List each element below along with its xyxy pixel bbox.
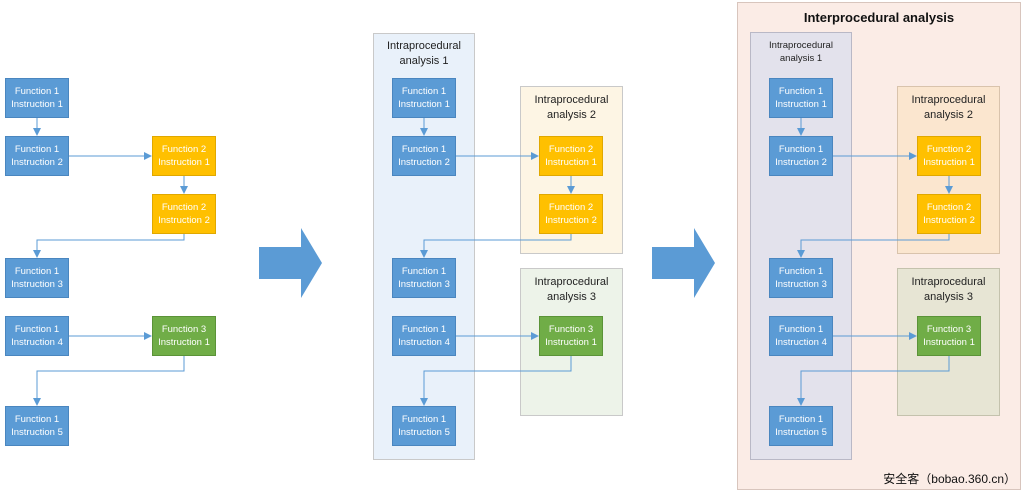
- panel3-node-f1i3: Function 1 Instruction 3: [769, 258, 833, 298]
- node-function-label: Function 1: [14, 414, 60, 425]
- node-instruction-label: Instruction 2: [923, 215, 975, 226]
- node-instruction-label: Instruction 3: [398, 279, 450, 290]
- node-instruction-label: Instruction 4: [11, 337, 63, 348]
- watermark: 安全客（bobao.360.cn）: [883, 472, 1016, 486]
- node-instruction-label: Instruction 5: [398, 427, 450, 438]
- node-instruction-label: Instruction 2: [158, 215, 210, 226]
- node-function-label: Function 1: [401, 414, 447, 425]
- node-function-label: Function 1: [14, 266, 60, 277]
- panel1-node-f1i3: Function 1 Instruction 3: [5, 258, 69, 298]
- node-instruction-label: Instruction 2: [11, 157, 63, 168]
- panel1-node-f3i1: Function 3 Instruction 1: [152, 316, 216, 356]
- node-function-label: Function 2: [926, 202, 972, 213]
- node-function-label: Function 1: [778, 86, 824, 97]
- node-instruction-label: Instruction 1: [158, 157, 210, 168]
- node-function-label: Function 3: [548, 324, 594, 335]
- node-function-label: Function 1: [778, 414, 824, 425]
- panel2-node-f2i1: Function 2 Instruction 1: [539, 136, 603, 176]
- node-instruction-label: Instruction 4: [398, 337, 450, 348]
- panel1-node-f1i2: Function 1 Instruction 2: [5, 136, 69, 176]
- panel3-node-f1i1: Function 1 Instruction 1: [769, 78, 833, 118]
- p3-intra2-title: Intraprocedural analysis 2: [911, 94, 986, 121]
- p2-intra3-title: Intraprocedural analysis 3: [534, 276, 609, 303]
- panel3-node-f1i5: Function 1 Instruction 5: [769, 406, 833, 446]
- node-function-label: Function 1: [401, 324, 447, 335]
- p2-intra1-title: Intraprocedural analysis 1: [387, 40, 461, 67]
- big-arrow-right-icon: [259, 228, 322, 298]
- node-function-label: Function 2: [548, 202, 594, 213]
- node-instruction-label: Instruction 1: [11, 99, 63, 110]
- node-instruction-label: Instruction 1: [398, 99, 450, 110]
- panel1-node-f2i1: Function 2 Instruction 1: [152, 136, 216, 176]
- node-instruction-label: Instruction 2: [398, 157, 450, 168]
- node-function-label: Function 2: [161, 202, 207, 213]
- node-instruction-label: Instruction 3: [775, 279, 827, 290]
- node-function-label: Function 1: [14, 324, 60, 335]
- node-instruction-label: Instruction 5: [11, 427, 63, 438]
- node-instruction-label: Instruction 3: [11, 279, 63, 290]
- panel2-node-f1i2: Function 1 Instruction 2: [392, 136, 456, 176]
- node-instruction-label: Instruction 1: [923, 337, 975, 348]
- p2-intra2-title: Intraprocedural analysis 2: [534, 94, 609, 121]
- panel3-node-f2i1: Function 2 Instruction 1: [917, 136, 981, 176]
- panel3-node-f1i4: Function 1 Instruction 4: [769, 316, 833, 356]
- node-instruction-label: Instruction 1: [545, 157, 597, 168]
- panel3-node-f2i2: Function 2 Instruction 2: [917, 194, 981, 234]
- panel2-node-f1i1: Function 1 Instruction 1: [392, 78, 456, 118]
- node-function-label: Function 1: [401, 266, 447, 277]
- node-function-label: Function 2: [548, 144, 594, 155]
- panel1-node-f1i5: Function 1 Instruction 5: [5, 406, 69, 446]
- panel2-node-f1i4: Function 1 Instruction 4: [392, 316, 456, 356]
- panel2-node-f2i2: Function 2 Instruction 2: [539, 194, 603, 234]
- node-function-label: Function 1: [778, 324, 824, 335]
- p3-intra3-title: Intraprocedural analysis 3: [911, 276, 986, 303]
- node-function-label: Function 1: [401, 86, 447, 97]
- node-instruction-label: Instruction 1: [545, 337, 597, 348]
- node-instruction-label: Instruction 1: [158, 337, 210, 348]
- node-instruction-label: Instruction 1: [775, 99, 827, 110]
- interprocedural-title: Interprocedural analysis: [803, 10, 955, 25]
- node-function-label: Function 1: [778, 266, 824, 277]
- node-function-label: Function 3: [926, 324, 972, 335]
- panel1-node-f1i1: Function 1 Instruction 1: [5, 78, 69, 118]
- p3-intra1-title: Intraprocedural analysis 1: [769, 40, 833, 64]
- node-instruction-label: Instruction 5: [775, 427, 827, 438]
- node-function-label: Function 1: [401, 144, 447, 155]
- node-function-label: Function 1: [14, 86, 60, 97]
- connector-arrow: [33, 356, 185, 406]
- node-instruction-label: Instruction 1: [923, 157, 975, 168]
- big-arrow-right-icon: [652, 228, 715, 298]
- node-function-label: Function 2: [926, 144, 972, 155]
- node-instruction-label: Instruction 2: [545, 215, 597, 226]
- node-instruction-label: Instruction 4: [775, 337, 827, 348]
- node-function-label: Function 2: [161, 144, 207, 155]
- panel2-node-f1i5: Function 1 Instruction 5: [392, 406, 456, 446]
- node-function-label: Function 3: [161, 324, 207, 335]
- panel1-node-f2i2: Function 2 Instruction 2: [152, 194, 216, 234]
- node-function-label: Function 1: [14, 144, 60, 155]
- panel1-node-f1i4: Function 1 Instruction 4: [5, 316, 69, 356]
- connector-arrow: [33, 234, 185, 258]
- panel2-node-f3i1: Function 3 Instruction 1: [539, 316, 603, 356]
- panel2-node-f1i3: Function 1 Instruction 3: [392, 258, 456, 298]
- panel3-node-f3i1: Function 3 Instruction 1: [917, 316, 981, 356]
- panel3-node-f1i2: Function 1 Instruction 2: [769, 136, 833, 176]
- node-instruction-label: Instruction 2: [775, 157, 827, 168]
- node-function-label: Function 1: [778, 144, 824, 155]
